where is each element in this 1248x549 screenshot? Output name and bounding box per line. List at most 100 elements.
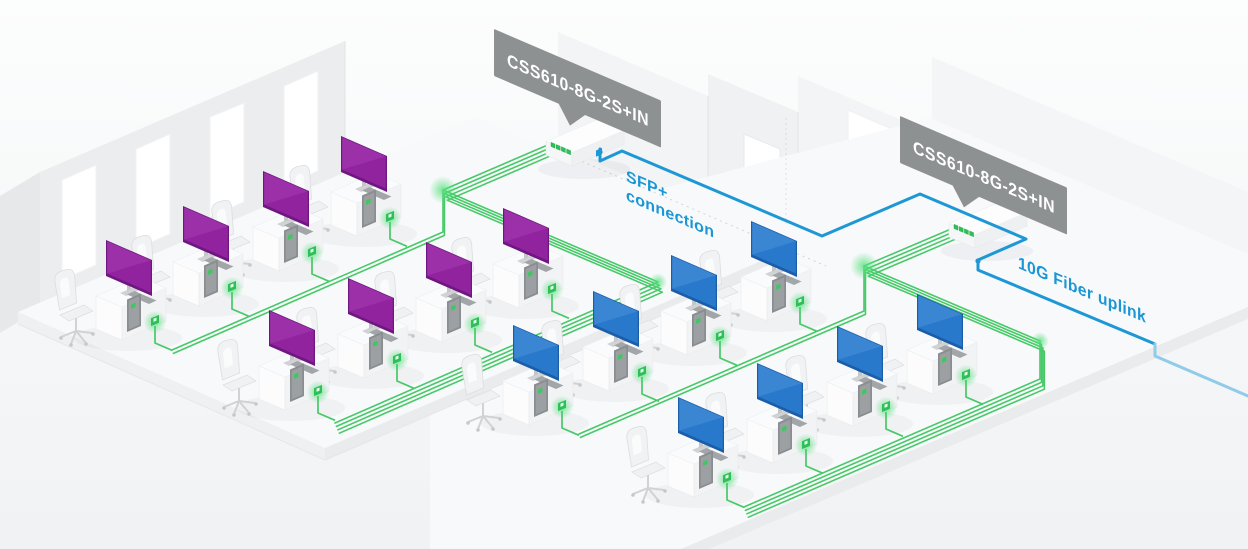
workstation-blue-10 bbox=[541, 291, 669, 403]
window bbox=[135, 133, 171, 250]
monitor-sheen bbox=[752, 222, 796, 255]
ethernet-port bbox=[220, 276, 250, 318]
power-led bbox=[862, 388, 867, 395]
pc-tower bbox=[290, 363, 304, 402]
keyboard bbox=[858, 377, 888, 390]
power-led bbox=[538, 387, 543, 394]
monitor-screen bbox=[342, 137, 386, 189]
ethernet-port bbox=[954, 364, 984, 406]
power-led bbox=[942, 356, 947, 363]
pc-tower bbox=[369, 331, 383, 370]
monitor bbox=[671, 255, 717, 311]
ethernet-port bbox=[788, 291, 818, 333]
monitor bbox=[348, 278, 394, 334]
cable-bundle-line bbox=[579, 268, 867, 439]
monitor bbox=[678, 397, 724, 453]
pc-tower bbox=[534, 378, 548, 417]
keyboard bbox=[447, 293, 477, 306]
floor-left-room bbox=[18, 117, 780, 448]
floor-right-skirt bbox=[681, 307, 1248, 549]
cable-junction-glow bbox=[649, 273, 667, 291]
monitor-sheen bbox=[679, 398, 723, 431]
keyboard bbox=[369, 329, 399, 342]
monitor-screen bbox=[107, 241, 151, 293]
monitor-screen bbox=[264, 172, 308, 224]
keyboard bbox=[614, 342, 644, 355]
port-cable-stub bbox=[805, 449, 824, 475]
floor-left-skirt-side bbox=[18, 312, 325, 460]
sfp-cable bbox=[598, 147, 1157, 346]
office-chair bbox=[461, 353, 502, 432]
power-led bbox=[373, 340, 378, 347]
switch-port-plug bbox=[561, 146, 566, 153]
pc-tower bbox=[938, 347, 952, 386]
pc-tower bbox=[692, 308, 706, 347]
monitor bbox=[426, 242, 472, 298]
ethernet-port bbox=[306, 380, 336, 422]
ethernet-port bbox=[385, 348, 415, 390]
switch-port-plug bbox=[958, 226, 964, 233]
monitor-screen bbox=[758, 364, 802, 416]
monitor-screen bbox=[514, 326, 558, 378]
ethernet-port bbox=[143, 310, 173, 352]
switch-2 bbox=[941, 201, 1033, 261]
monitor bbox=[757, 363, 803, 419]
power-led bbox=[782, 425, 787, 432]
pc-tower bbox=[127, 293, 141, 332]
monitor bbox=[751, 221, 797, 277]
keyboard bbox=[778, 414, 808, 427]
monitor-sheen bbox=[514, 326, 558, 359]
monitor bbox=[593, 291, 639, 347]
workstation-blue-13 bbox=[461, 325, 589, 437]
port-cable-stub bbox=[231, 292, 250, 318]
pc-tower bbox=[524, 261, 538, 300]
pc-tower bbox=[362, 189, 376, 228]
cable-junction-glow bbox=[1031, 332, 1049, 350]
office-chair bbox=[217, 338, 258, 417]
switch-port-plug bbox=[566, 148, 571, 156]
monitor bbox=[263, 171, 309, 227]
monitor-screen bbox=[672, 256, 716, 308]
port-cable-stub bbox=[719, 341, 738, 367]
port-cable-stub bbox=[396, 364, 415, 390]
keyboard bbox=[362, 187, 392, 200]
power-led bbox=[528, 270, 533, 277]
port-cable-stub bbox=[561, 411, 580, 437]
ethernet-port bbox=[540, 278, 570, 320]
monitor-sheen bbox=[758, 364, 802, 397]
ethernet-port bbox=[550, 395, 580, 437]
monitor-sheen bbox=[342, 137, 386, 170]
monitor-screen bbox=[270, 311, 314, 363]
monitor-sheen bbox=[349, 279, 393, 312]
workstation-purple-7 bbox=[374, 242, 502, 354]
monitor-sheen bbox=[184, 207, 228, 240]
pc-tower bbox=[614, 344, 628, 383]
monitor-screen bbox=[594, 292, 638, 344]
monitor-screen bbox=[349, 279, 393, 331]
monitor-screen bbox=[679, 398, 723, 450]
pc-tower bbox=[284, 224, 298, 263]
pc-tower bbox=[447, 295, 461, 334]
label-bubble bbox=[494, 29, 661, 148]
workstation-purple-12 bbox=[217, 310, 345, 422]
ethernet-port bbox=[630, 361, 660, 403]
ethernet-port bbox=[378, 206, 408, 248]
monitor bbox=[837, 326, 883, 382]
port-cable-stub bbox=[317, 396, 336, 422]
switch-port-plug bbox=[550, 141, 556, 149]
pc-tower bbox=[858, 379, 872, 418]
cable-bundle-line bbox=[747, 238, 1046, 518]
ethernet-port bbox=[708, 325, 738, 367]
keyboard bbox=[284, 222, 314, 235]
label-pointer bbox=[952, 184, 980, 208]
switches bbox=[538, 119, 1033, 261]
window bbox=[283, 70, 319, 187]
ethernet-cable-bundles bbox=[171, 143, 1049, 518]
monitor-screen bbox=[184, 207, 228, 259]
pc-tower bbox=[204, 259, 218, 298]
power-led bbox=[288, 233, 293, 240]
switch-port-plug bbox=[964, 228, 969, 235]
ethernet-port bbox=[715, 467, 745, 509]
cable-bundle-line bbox=[335, 146, 661, 428]
monitor-screen bbox=[427, 243, 471, 295]
